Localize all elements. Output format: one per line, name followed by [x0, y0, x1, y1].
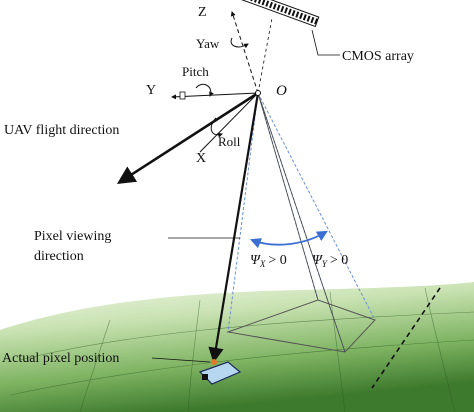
- origin-label: O: [276, 83, 287, 99]
- roll-rotation-arc: [210, 117, 223, 138]
- x-axis-label: X: [196, 151, 206, 166]
- actual-pixel-leader: [151, 357, 211, 363]
- angle-arc: [249, 230, 328, 249]
- origin-point: [255, 90, 261, 96]
- uav-flight-direction-label: UAV flight direction: [4, 123, 119, 138]
- roll-label: Roll: [218, 134, 241, 149]
- cmos-array-leader: [311, 29, 340, 56]
- svg-text:ΨX> 0: ΨX> 0: [250, 253, 287, 269]
- pixel-viewing-ray: [208, 92, 260, 364]
- pitch-rotation-arc: [195, 83, 214, 97]
- z-axis-label: Z: [198, 5, 207, 20]
- psi-y-label: ΨY> 0: [312, 253, 348, 269]
- z-axis: [230, 11, 259, 94]
- pitch-label: Pitch: [182, 64, 209, 79]
- psi-y-condition: > 0: [330, 253, 348, 268]
- psi-y-subscript: Y: [322, 259, 328, 269]
- uav-flight-direction-arrow: [116, 91, 259, 184]
- terrain-dashed-line: [371, 287, 441, 389]
- psi-x-subscript: X: [259, 259, 266, 269]
- yaw-rotation-arc: [230, 37, 249, 49]
- y-axis-label: Y: [146, 83, 156, 98]
- footprint-edges: [257, 92, 346, 353]
- svg-text:ΨY> 0: ΨY> 0: [312, 253, 348, 269]
- psi-y-symbol: Ψ: [312, 253, 323, 268]
- psi-x-label: ΨX> 0: [250, 253, 287, 269]
- psi-x-condition: > 0: [268, 253, 286, 268]
- y-axis: [171, 92, 259, 100]
- optical-axis: [257, 17, 273, 94]
- cmos-array: [222, 0, 320, 28]
- actual-pixel-patch: [198, 359, 242, 385]
- ground-footprint: [226, 299, 376, 353]
- pixel-viewing-label-line2: direction: [34, 249, 84, 264]
- pixel-viewing-label-line1: Pixel viewing: [34, 229, 111, 244]
- x-axis: [199, 92, 259, 153]
- cmos-array-label: CMOS array: [342, 49, 414, 64]
- psi-x-symbol: Ψ: [250, 253, 261, 268]
- uav-body-icon: [179, 91, 186, 100]
- actual-pixel-position-label: Actual pixel position: [2, 351, 119, 366]
- yaw-label: Yaw: [196, 36, 220, 51]
- terrain-surface: [0, 282, 474, 412]
